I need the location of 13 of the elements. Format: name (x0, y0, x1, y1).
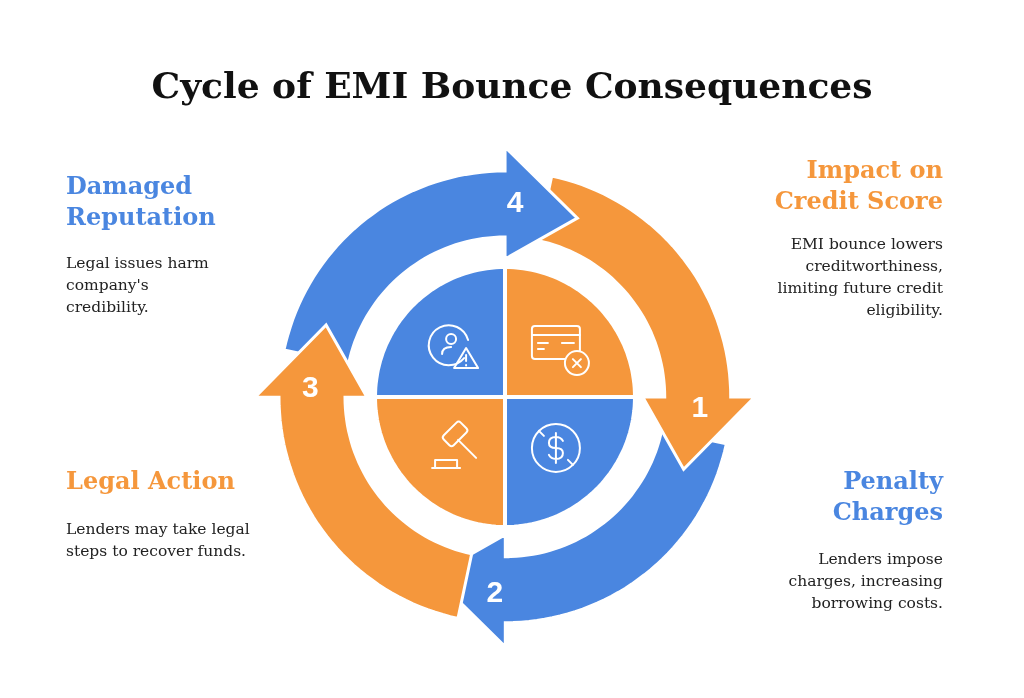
step-number: 3 (301, 371, 319, 402)
step-description: Lenders may take legal steps to recover funds. (66, 519, 251, 562)
step-number: 2 (486, 576, 504, 607)
step-number: 1 (691, 392, 709, 423)
step-number: 4 (506, 187, 524, 218)
step-heading: Penalty Charges (831, 465, 943, 527)
step-description: Lenders impose charges, increasing borrowing costs. (787, 549, 943, 614)
step-heading: Impact on Credit Score (773, 154, 943, 216)
step-heading: Damaged Reputation (66, 170, 217, 232)
step-description: Legal issues harm company's credibility. (66, 253, 210, 318)
step-description: EMI bounce lowers creditworthiness, limiting future credit eligibility. (776, 234, 943, 321)
diagram-title: Cycle of EMI Bounce Consequences (150, 63, 874, 108)
step-heading: Legal Action (66, 465, 236, 496)
